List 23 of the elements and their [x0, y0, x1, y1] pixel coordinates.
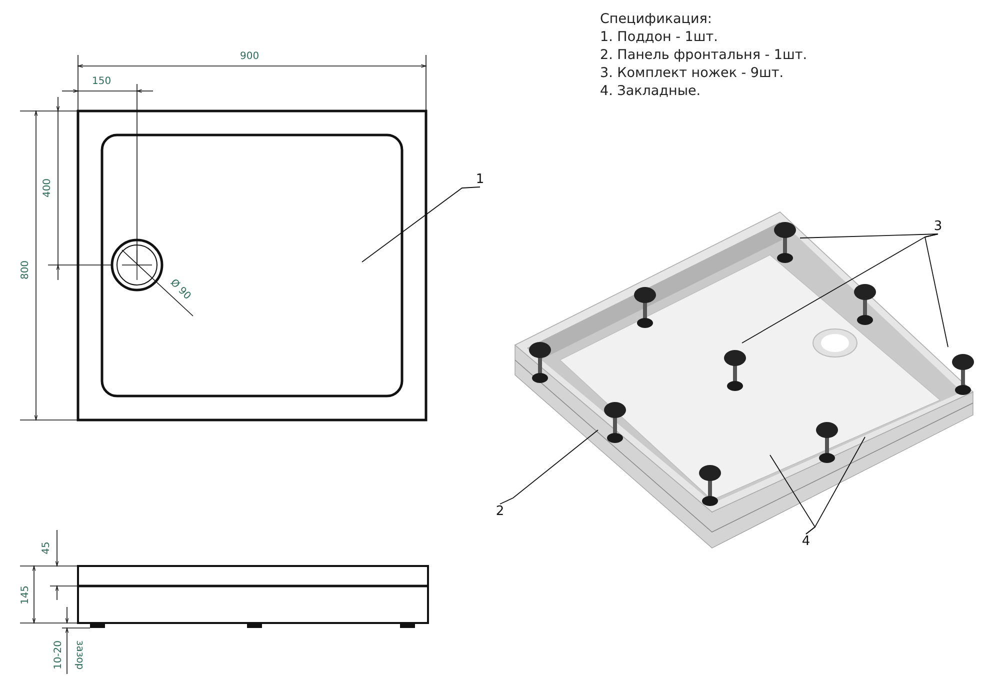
leader-line [806, 436, 866, 534]
specification-item: 2. Панель фронтальня - 1шт. [600, 49, 808, 62]
callout-number: 4 [799, 534, 813, 549]
leader-line [500, 430, 598, 504]
dimension-value: 45 [42, 542, 52, 554]
dimension-note: зазор [74, 640, 84, 670]
callout-number: 1 [473, 172, 487, 187]
specification-item: 4. Закладные. [600, 85, 701, 98]
leader-line [800, 234, 938, 238]
dimension-value: 900 [240, 52, 260, 62]
dimension-value: 800 [21, 260, 31, 280]
dimension-value: 145 [21, 585, 31, 605]
specification-item: 3. Комплект ножек - 9шт. [600, 67, 784, 80]
leader-line [362, 186, 480, 262]
callout-number: 3 [931, 219, 945, 234]
callout-number: 2 [493, 504, 507, 519]
dimension-value: Ø 90 [168, 278, 192, 302]
dimension-value: 10-20 [54, 640, 64, 670]
dimension-value: 150 [92, 77, 112, 87]
specification-heading: Спецификация: [600, 13, 712, 26]
leader-line [924, 234, 948, 348]
specification-item: 1. Поддон - 1шт. [600, 31, 718, 44]
dimension-value: 400 [43, 178, 53, 198]
